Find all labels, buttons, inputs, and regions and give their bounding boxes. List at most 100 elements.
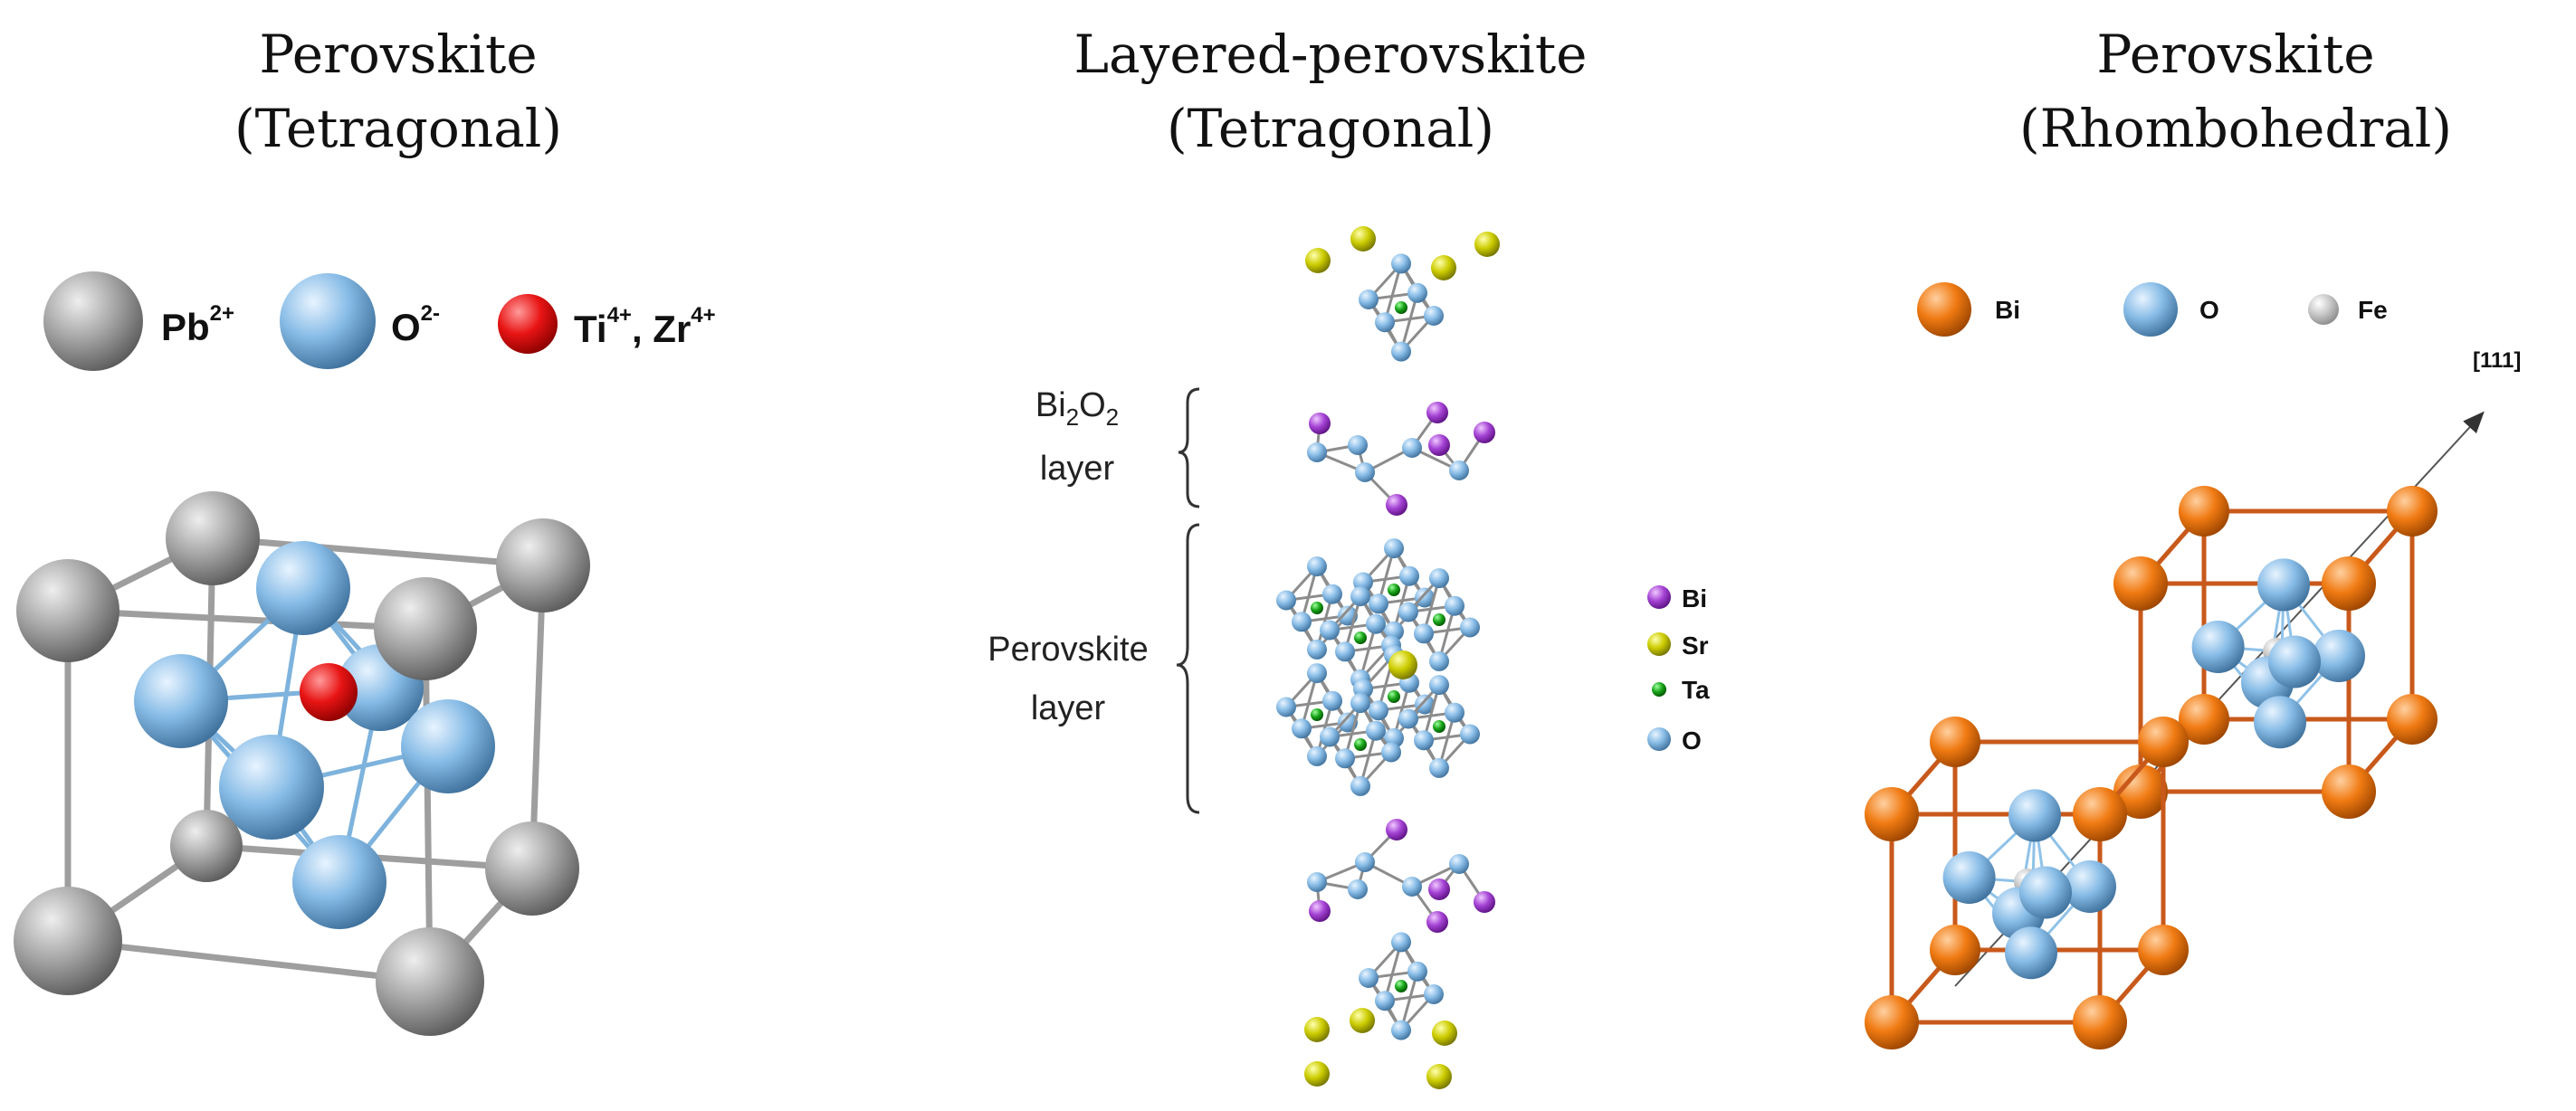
o-atom [1381, 742, 1401, 763]
o-legend-atom-icon [2123, 282, 2178, 337]
o-atom [1369, 593, 1388, 614]
o-atom [1292, 612, 1312, 632]
o-atom [134, 654, 228, 748]
o-atom [1449, 854, 1469, 874]
layered-perovskite-structure [1276, 226, 1500, 1089]
bi-atom [2138, 925, 2189, 975]
o-atom [1307, 442, 1327, 462]
o-atom [2008, 789, 2061, 842]
o-atom [2257, 558, 2310, 612]
o-atom [1460, 724, 1480, 745]
direction-111-label: [111] [2473, 348, 2521, 373]
pb-atom [485, 821, 579, 916]
bi-atom [1309, 413, 1331, 434]
o-atom [1402, 877, 1422, 897]
bi-atom [1930, 925, 1980, 975]
right-legend: Bi O Fe [1917, 282, 2388, 337]
middle-title-line2: (Tetragonal) [1167, 98, 1494, 159]
ta-atom [1354, 738, 1367, 751]
o-atom [1366, 720, 1386, 741]
o-atom [1276, 697, 1296, 717]
o-charge: 2- [421, 301, 440, 326]
ti-legend-atom-icon [498, 294, 558, 354]
o-atom [1307, 639, 1327, 660]
ta-atom [1395, 980, 1407, 992]
o-atom [2268, 635, 2321, 688]
ti-zr-atom [300, 663, 358, 721]
bi-atom [2387, 694, 2438, 745]
o-atom [1445, 595, 1465, 616]
ti-legend-label: Ti [574, 308, 607, 350]
o-atom [1460, 617, 1480, 638]
pb-atom [374, 577, 477, 680]
tetragonal-unit-cell [14, 491, 590, 1036]
ta-atom [1311, 602, 1323, 614]
o-atom [1391, 341, 1411, 362]
sr-atom [1305, 248, 1331, 273]
o-atom [1414, 623, 1434, 644]
bi-atom [1865, 995, 1919, 1049]
bond-line [1399, 971, 1419, 1031]
panel-rhombohedral-perovskite: Perovskite (Rhombohedral) Bi O Fe [111] [1865, 24, 2521, 1049]
o-atom [1402, 438, 1422, 458]
bi-atom [1309, 900, 1331, 922]
o-atom [256, 541, 350, 635]
ta-atom [1354, 631, 1367, 644]
bi-atom [2073, 787, 2127, 841]
o-atom [1355, 852, 1375, 872]
o-atom [1415, 587, 1435, 608]
o-atom [292, 835, 386, 929]
svg-text:O2-: O2- [391, 301, 440, 348]
o-atom [1335, 641, 1355, 662]
o-atom [1429, 675, 1449, 696]
o-atom [1407, 961, 1427, 982]
o-atom [1398, 602, 1418, 622]
o-atom [1445, 702, 1465, 723]
pb-atom [166, 491, 260, 585]
o-atom [1375, 312, 1395, 333]
bi-atom [1426, 402, 1448, 423]
bi-atom [2179, 694, 2229, 745]
sr-atom [1304, 1017, 1330, 1042]
fe-legend-atom-icon [2308, 294, 2339, 325]
bi-legend-label: Bi [1995, 296, 2020, 324]
o-atom [1292, 718, 1312, 739]
ta-atom [1311, 708, 1323, 721]
o-atom [1429, 757, 1449, 778]
bi-atom [2179, 486, 2229, 537]
bond-line [1399, 292, 1419, 353]
o-atom [1359, 290, 1379, 309]
middle-title-line1: Layered-perovskite [1074, 24, 1588, 85]
o-atom [1369, 700, 1388, 721]
ta-atom [1388, 584, 1400, 596]
fe-legend-label: Fe [2358, 296, 2388, 324]
sr-atom [1431, 255, 1456, 280]
sr-legend-label: Sr [1682, 631, 1709, 660]
o-atom [1359, 968, 1379, 988]
o-atom [1429, 568, 1449, 589]
o-atom [1942, 851, 1996, 904]
bi-legend-atom-icon [1917, 282, 1971, 337]
o-atom [1350, 775, 1370, 796]
pb-atom [14, 887, 122, 995]
o-atom [1407, 282, 1427, 303]
o-atom [1320, 726, 1340, 747]
ta-legend-label: Ta [1682, 676, 1710, 704]
middle-legend: Bi Sr Ta O [1647, 584, 1710, 755]
pb-legend-atom-icon [43, 271, 143, 371]
bi-atom [1428, 434, 1450, 456]
perovskite-brace [1176, 523, 1200, 814]
o-atom [1276, 590, 1296, 611]
o-atom [2313, 630, 2365, 682]
panel-tetragonal-perovskite: Perovskite (Tetragonal) Pb2+ O2- Ti4+, Z… [14, 24, 716, 1036]
svg-text:Pb2+: Pb2+ [161, 301, 234, 348]
perovskite-layer-label: Perovskite [987, 631, 1148, 669]
bi-atom [1474, 422, 1495, 443]
o-atom [1391, 932, 1411, 953]
panel-layered-perovskite: Layered-perovskite (Tetragonal) Bi2O2 la… [987, 24, 1710, 1089]
o-atom [1322, 690, 1342, 711]
o-atom [1350, 586, 1370, 607]
o-atom [2005, 926, 2057, 980]
o-atom [1399, 565, 1419, 586]
ta-atom [1433, 613, 1445, 626]
